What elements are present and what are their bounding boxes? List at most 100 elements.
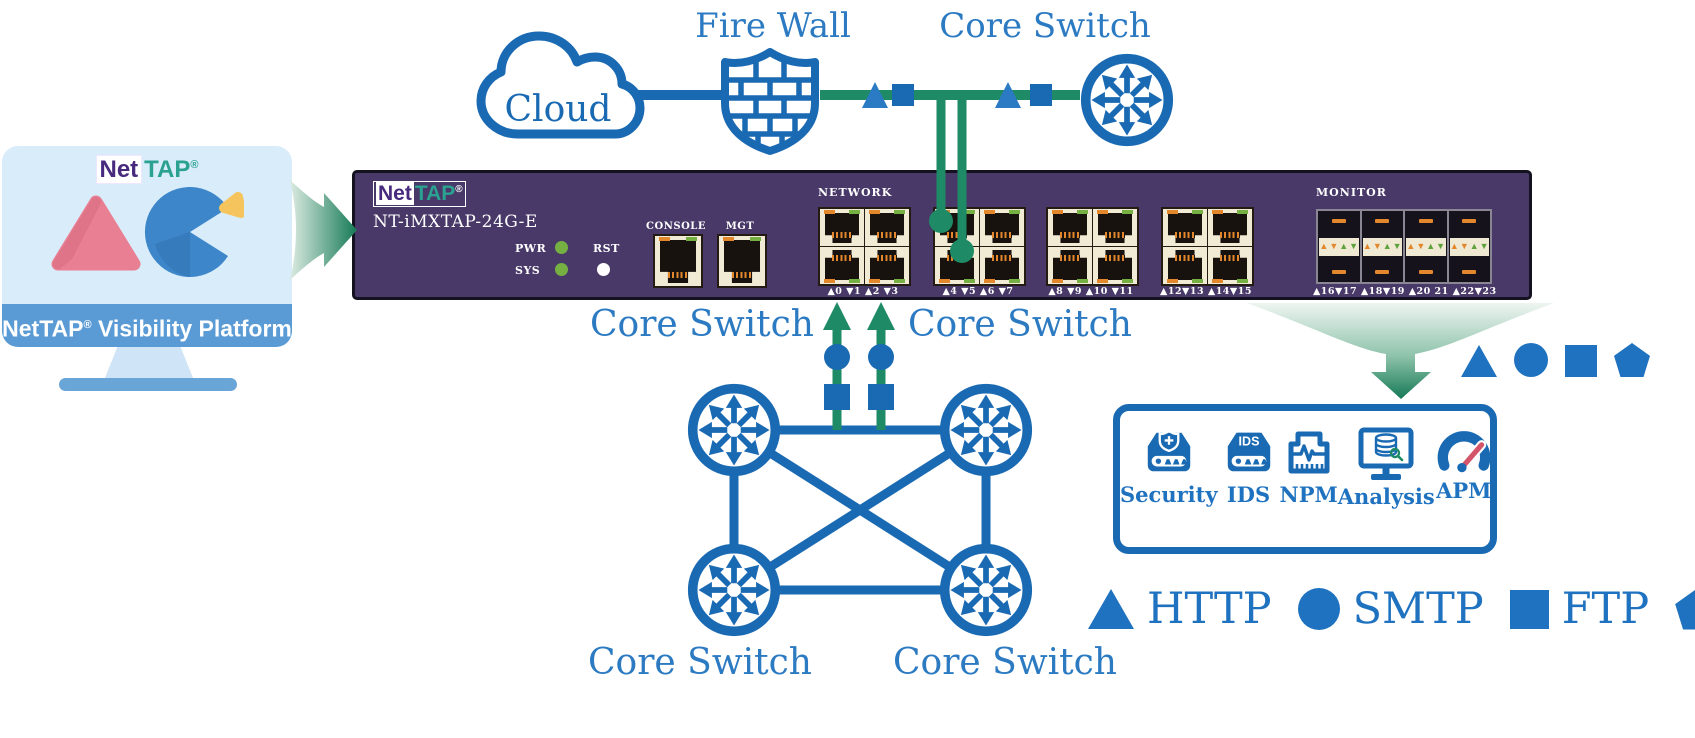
mesh-link-diag-2 [731,426,989,594]
rst-button [597,263,610,276]
tool-ids: IDS IDS [1218,425,1280,507]
legend-item-smtp: SMTP [1297,584,1484,634]
mgt-label: MGT [725,221,755,232]
platform-logo-tap: TAP [144,156,191,183]
mesh-links [729,425,991,595]
registered-mark: ® [455,184,463,195]
rst-label: RST [593,242,620,255]
square-icon [1565,345,1597,377]
analysis-monitor-icon [1358,427,1414,480]
network-port-group-0 [818,207,911,286]
ftp-square-marker [868,384,894,410]
firewall-icon [721,48,819,155]
core-switch-top-label: Core Switch [939,6,1151,46]
tool-analysis: Analysis [1338,425,1435,509]
cloud-icon: Cloud [476,31,645,139]
ids-appliance-icon: IDS [1227,432,1270,472]
http-triangle-marker [995,82,1021,108]
square-icon [1509,589,1549,629]
rj45-port [1093,209,1137,246]
core-switch-bottom-right-label: Core Switch [893,642,1117,683]
platform-caption: NetTAP® Visibility Platform [2,304,292,347]
network-port-group-3 [1161,207,1254,286]
network-port-group-2 [1046,207,1139,286]
legend-item-udp: UDP [1675,584,1695,634]
protocol-legend: HTTP SMTP FTP UDP [1088,584,1695,634]
rj45-port [1163,209,1207,246]
core-switch-icon [693,389,776,472]
tool-label: APM [1436,478,1492,503]
platform-caption-brand: NetTAP [2,315,84,342]
apm-gauge-icon [1437,431,1491,473]
core-switch-bottom-left-label: Core Switch [588,642,812,683]
rj45-port [1048,209,1092,246]
pwr-led [555,241,568,254]
core-switch-icon [693,549,776,632]
rj45-port [865,209,909,246]
sfp-slot: ▲▼▲▼ [1318,211,1360,282]
circle-icon [1514,343,1548,377]
rj45-port [1093,247,1137,284]
core-switch-icon [945,389,1028,472]
legend-item-ftp: FTP [1509,584,1650,634]
tool-npm: NPM [1280,425,1338,507]
pie-chart-icon [144,187,244,277]
rj45-port [865,247,909,284]
platform-to-device-arrow [290,180,357,280]
http-triangle-marker [862,82,888,108]
legend-label: FTP [1561,584,1650,634]
sfp-slot: ▲▼▲▼ [1448,211,1490,282]
ftp-square-marker [892,84,914,106]
tool-security: Security [1120,425,1218,507]
ftp-square-marker [824,384,850,410]
console-label: CONSOLE [646,221,706,232]
rj45-port [820,247,864,284]
sfp-slot: ▲▼▲▼ [1361,211,1403,282]
triangle-icon [1088,589,1134,629]
monitor-section-label: MONITOR [1316,186,1387,199]
device-logo-net: Net [376,182,414,205]
monitor-stand-neck [105,347,193,378]
tool-label: NPM [1279,482,1338,507]
registered-mark: ® [190,159,199,171]
sfp-slot: ▲▼▲▼ [1405,211,1447,282]
mesh-uplinks [823,302,895,430]
pentagon-icon [1675,588,1695,630]
port-numbers-2: ▲8 ▼9 ▲10 ▼11 [1048,286,1134,297]
legend-label: HTTP [1147,584,1272,634]
sys-label: SYS [515,264,541,277]
pentagon-icon [1614,343,1650,377]
core-switch-icon [1086,59,1169,142]
smtp-circle-marker [868,344,894,370]
monitor-port-numbers: ▲16▼17 ▲18▼19 ▲20 21 ▲22▼23 [1313,286,1497,297]
legend-item-http: HTTP [1088,584,1272,634]
platform-caption-rest: Visibility Platform [91,315,292,342]
triangle-chart-icon [51,195,141,271]
smtp-circle-marker [824,344,850,370]
port-numbers-3: ▲12▼13 ▲14▼15 [1160,286,1252,297]
tool-label: Analysis [1337,484,1435,509]
circle-icon [1297,588,1340,630]
npm-port-pulse-icon [1288,431,1330,474]
registered-mark: ® [83,319,92,331]
rj45-port [980,247,1024,284]
core-switch-mid-left-label: Core Switch [590,304,814,345]
tool-label: IDS [1226,482,1271,507]
rj45-port [1208,247,1252,284]
rj45-port [820,209,864,246]
device-logo-tap: TAP [414,182,456,205]
platform-logo-net: Net [95,155,143,184]
console-port [653,234,703,288]
monitor-sfp-block: ▲▼▲▼ ▲▼▲▼ ▲▼▲▼ ▲▼▲▼ [1316,209,1492,284]
tool-apm: APM [1435,425,1493,503]
tool-label: Security [1120,482,1218,507]
security-appliance-icon [1147,429,1190,472]
ids-badge: IDS [1238,434,1259,448]
ftp-square-marker [1030,84,1052,106]
rj45-port [980,209,1024,246]
